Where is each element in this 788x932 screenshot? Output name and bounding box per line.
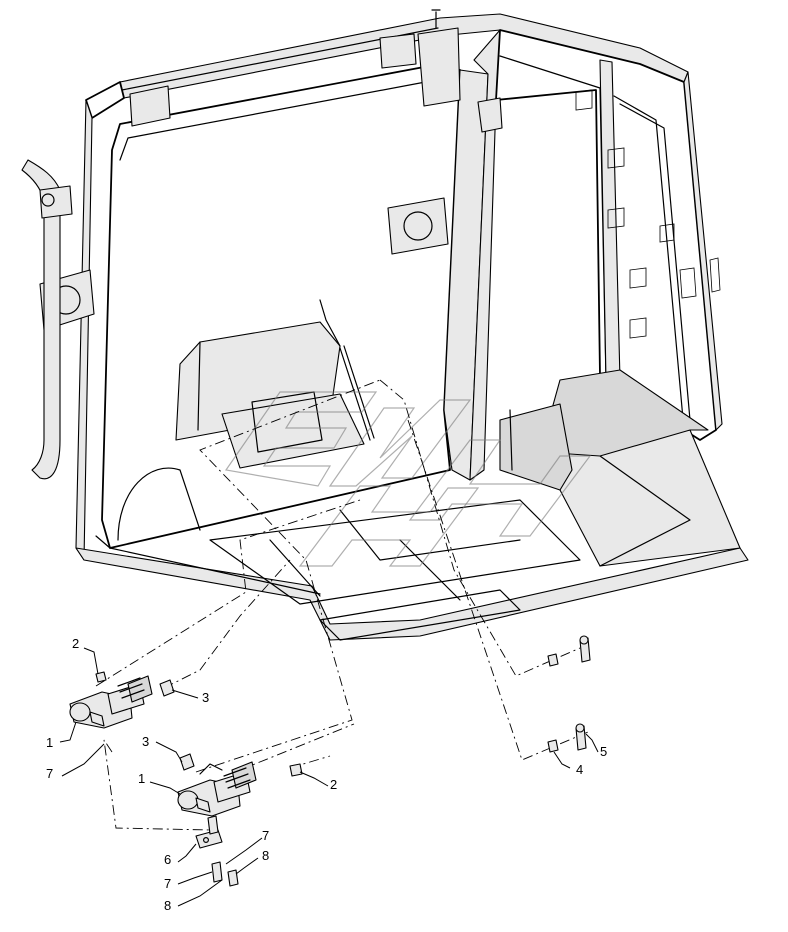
door-hinges <box>575 89 721 339</box>
watermark-logo <box>224 391 592 567</box>
part-7-bolt <box>211 861 223 883</box>
rear-view-mirror <box>417 27 461 107</box>
cab-frame <box>75 13 749 641</box>
callout-7-upper: 7 <box>46 766 53 781</box>
callout-6: 6 <box>164 852 171 867</box>
part-2-lower <box>289 763 303 777</box>
part-8-nut <box>227 869 239 887</box>
leader-lines <box>59 647 599 907</box>
callout-3-upper: 3 <box>202 690 209 705</box>
speaker-right <box>387 197 449 255</box>
callout-7-bolt: 7 <box>164 876 171 891</box>
fasteners-4-5 <box>547 635 591 753</box>
callout-8-lower: 8 <box>164 898 171 913</box>
callout-3-lower: 3 <box>142 734 149 749</box>
exhaust-pipe <box>21 159 73 480</box>
master-cylinder-upper <box>69 671 175 729</box>
callout-1-lower: 1 <box>138 771 145 786</box>
assembly-lines <box>95 379 589 831</box>
part-3-upper <box>159 679 175 697</box>
callout-4: 4 <box>576 762 583 777</box>
bracket-plate-6 <box>195 815 239 887</box>
side-light <box>477 97 503 133</box>
callout-labels: 2 3 1 7 3 1 2 7 6 8 7 8 4 5 <box>46 636 607 913</box>
mirror-bracket <box>379 33 417 69</box>
callout-1-upper: 1 <box>46 735 53 750</box>
callout-8-upper: 8 <box>262 848 269 863</box>
part-3-lower <box>179 753 195 771</box>
callout-5: 5 <box>600 744 607 759</box>
callout-2-upper: 2 <box>72 636 79 651</box>
part-4-washer <box>547 739 559 753</box>
mirror-and-lights <box>39 9 503 331</box>
callout-7-plate: 7 <box>262 828 269 843</box>
callout-2-lower: 2 <box>330 777 337 792</box>
roof-light-left <box>129 85 171 127</box>
part-2-upper <box>95 671 107 683</box>
master-cylinder-lower <box>177 753 303 817</box>
